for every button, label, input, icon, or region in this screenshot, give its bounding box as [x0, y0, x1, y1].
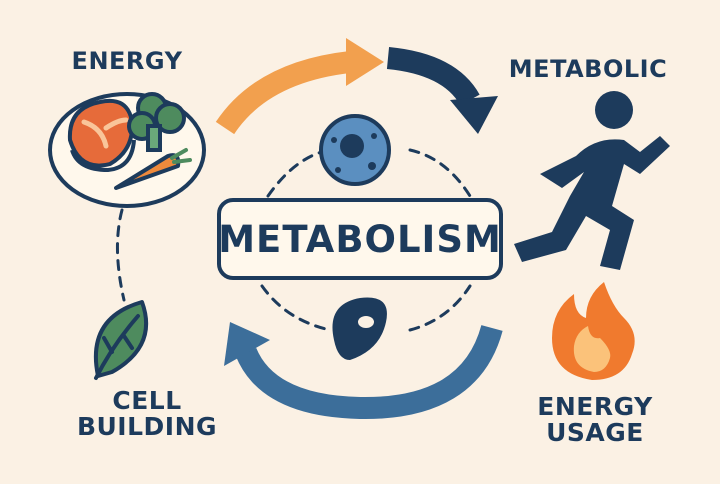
- orange-cycle-arrow: [215, 38, 384, 135]
- bean-icon: [332, 297, 387, 360]
- dashed-connector-bottom: [260, 284, 472, 332]
- label-usage-line1: ENERGY: [537, 392, 653, 421]
- navy-cycle-arrow: [386, 47, 498, 134]
- label-cell-line1: CELL: [112, 386, 182, 415]
- center-title: METABOLISM: [218, 217, 502, 261]
- label-usage-line2: USAGE: [546, 418, 644, 448]
- label-energy-text: ENERGY: [71, 47, 183, 75]
- blue-cycle-arrow: [224, 322, 503, 420]
- label-cell-building: CELL BUILDING: [72, 386, 222, 442]
- food-plate-icon: [48, 92, 206, 208]
- runner-icon: [514, 91, 670, 270]
- label-energy-usage: ENERGY USAGE: [520, 392, 670, 448]
- dashed-connector-left: [116, 208, 126, 302]
- leaf-icon: [93, 300, 149, 380]
- flame-icon: [552, 282, 635, 380]
- center-title-box: [217, 198, 503, 280]
- label-energy: ENERGY: [52, 47, 202, 75]
- cell-icon: [319, 114, 391, 186]
- label-cell-line2: BUILDING: [76, 412, 218, 442]
- label-metabolic-text: METABOLIC: [508, 55, 668, 83]
- label-metabolic: METABOLIC: [498, 55, 678, 83]
